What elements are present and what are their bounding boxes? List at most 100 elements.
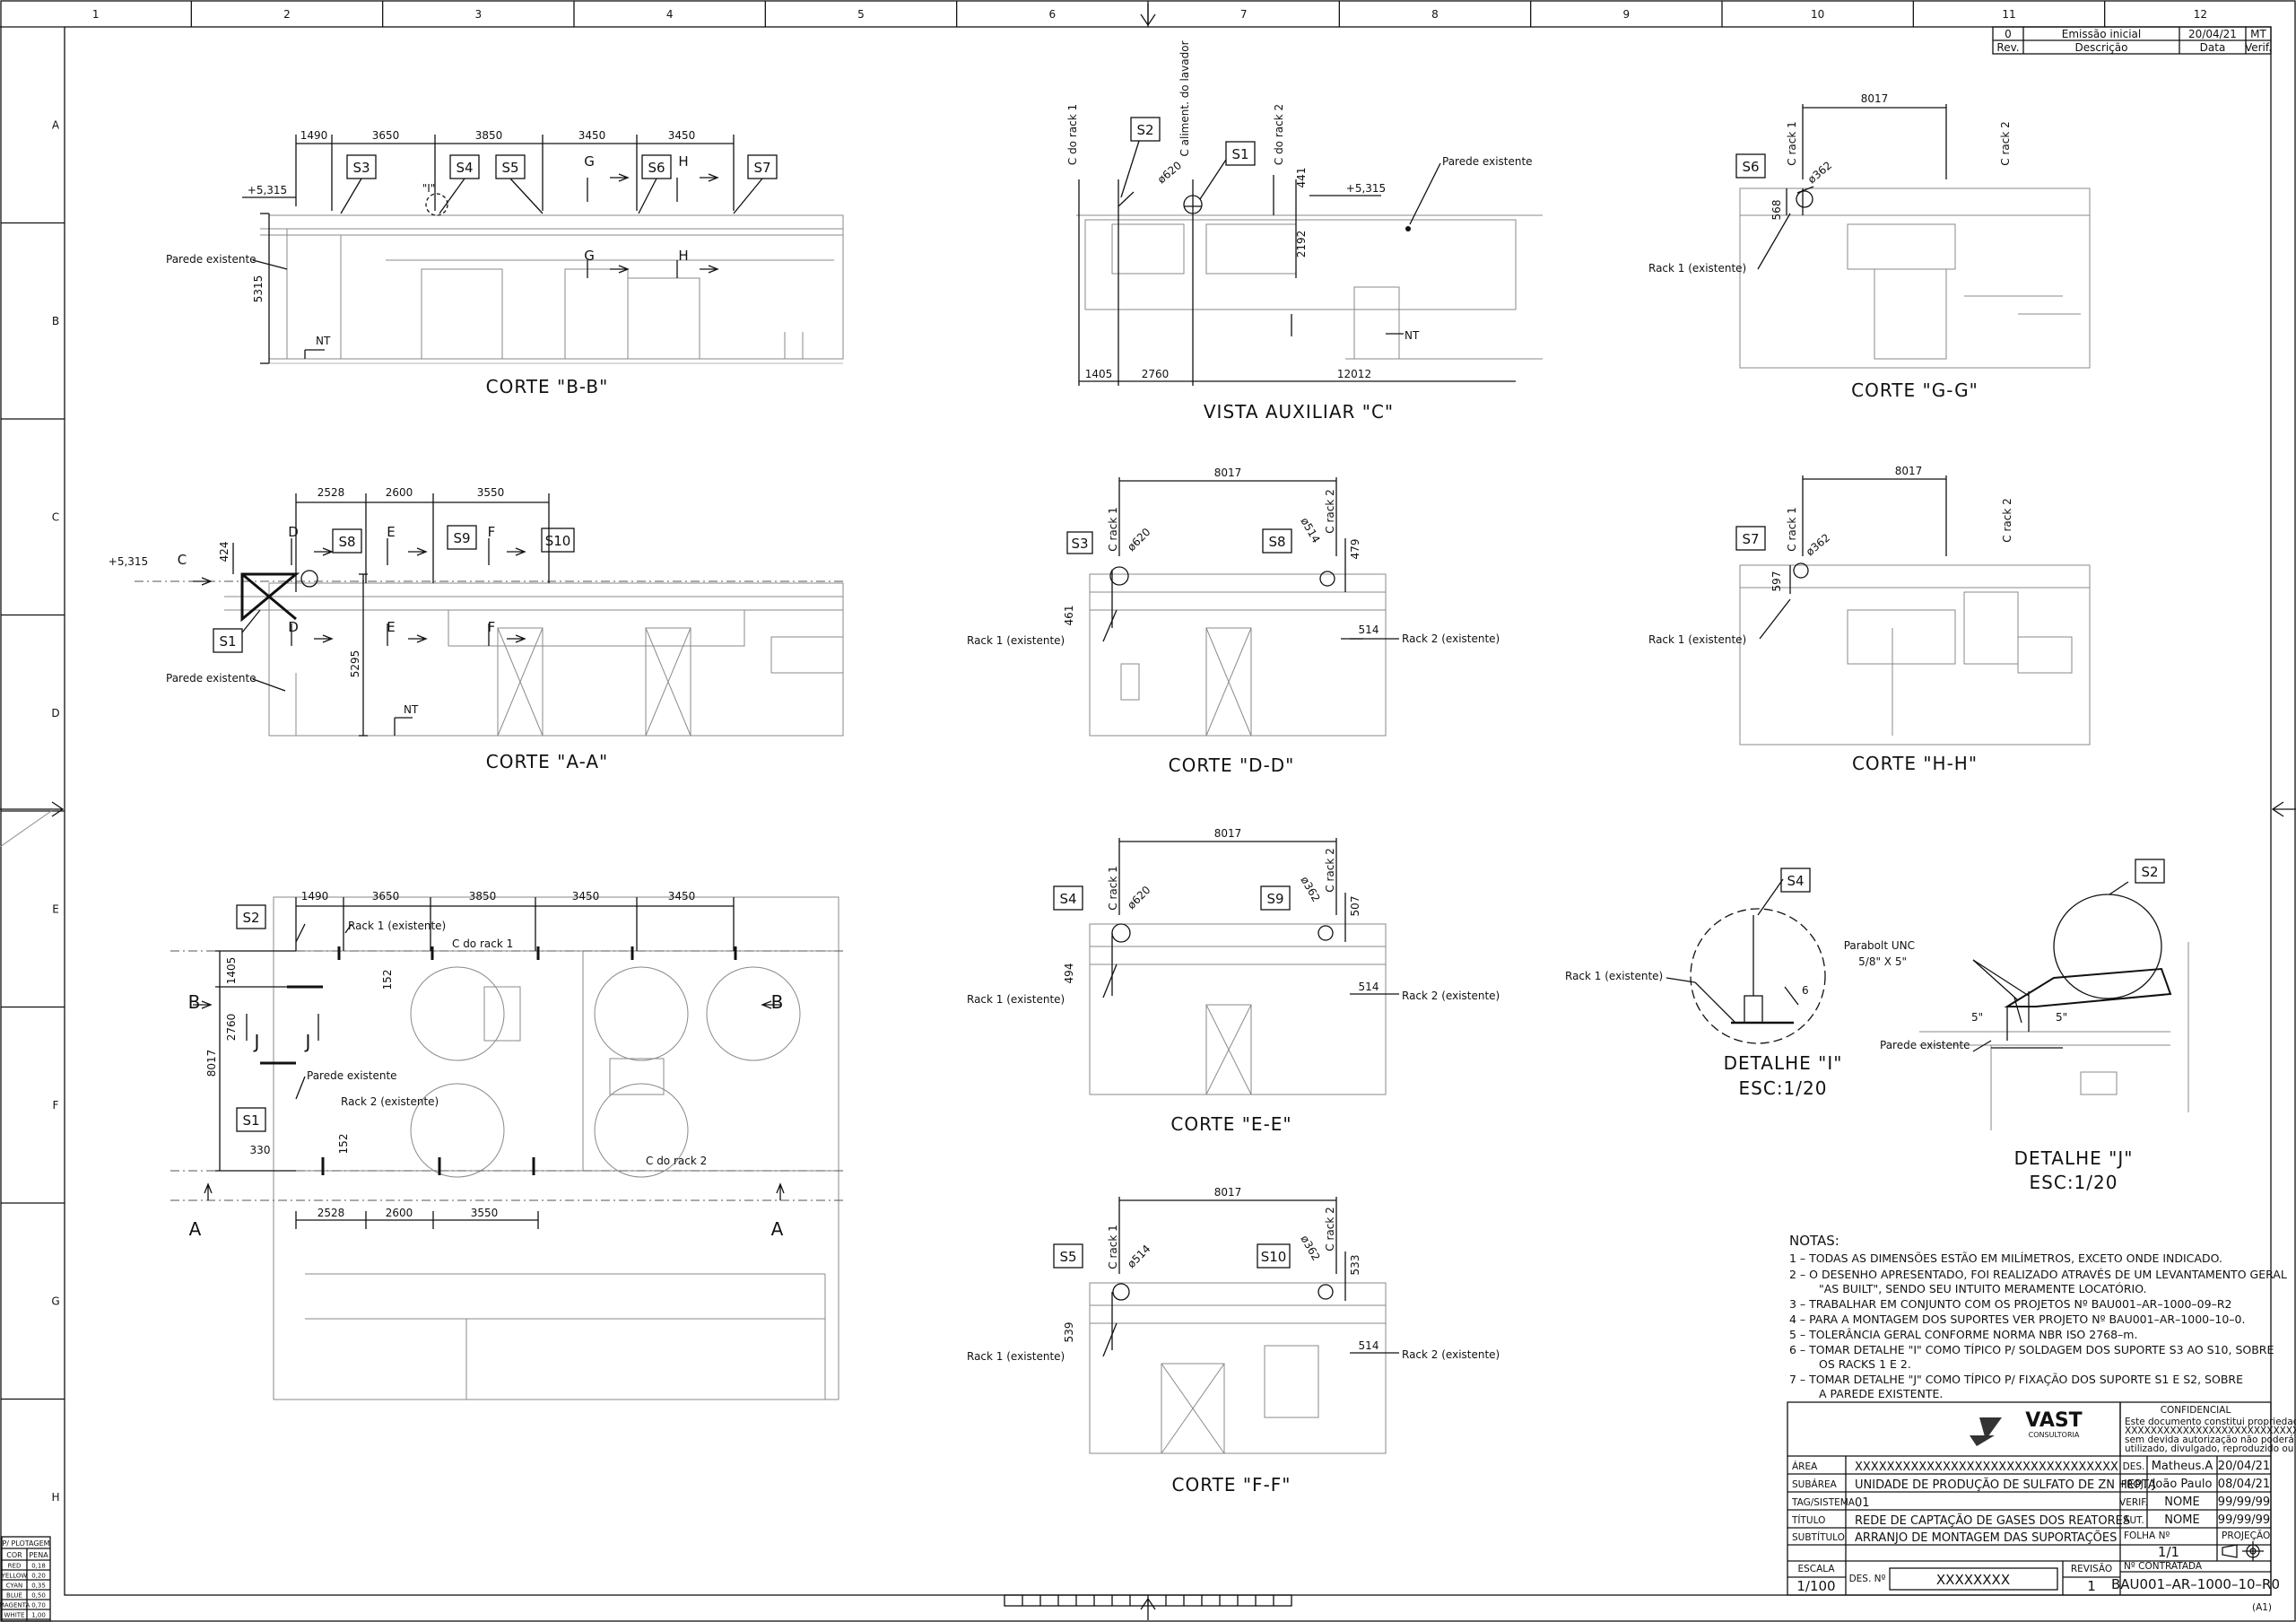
tb-value-tag: 01: [1855, 1496, 1870, 1510]
dd-tag-s3: S3: [1071, 536, 1088, 552]
pen-row-color: BLUE: [6, 1592, 22, 1600]
plan-section-a-right: A: [771, 1218, 785, 1240]
tb-label-subtitulo: SUBTÍTULO: [1792, 1531, 1845, 1543]
zone-col-11: 11: [2002, 8, 2015, 21]
tb-escala-label: ESCALA: [1797, 1564, 1835, 1574]
dd-pipe-2: ø514: [1298, 516, 1322, 545]
tb-escala-value: 1/100: [1796, 1578, 1835, 1594]
view-corte-ee: 8017 C rack 1 C rack 2 S4 S9 ø620 ø362 4…: [967, 827, 1500, 1135]
aa-view-title: CORTE "A-A": [486, 751, 608, 772]
zone-col-6: 6: [1049, 8, 1057, 21]
gg-cl-rack1: C rack 1: [1786, 121, 1798, 165]
plan-dim-left-2: 2760: [225, 1014, 238, 1042]
pen-row-color: MAGENTA: [0, 1602, 30, 1609]
auxc-nt: NT: [1405, 329, 1420, 342]
plan-dim-bot-1: 2528: [317, 1207, 345, 1219]
zone-col-3: 3: [475, 8, 483, 21]
projection-symbol-icon: [2222, 1541, 2264, 1561]
sig-name-verif: NOME: [2164, 1496, 2199, 1509]
vast-logo: VAST CONSULTORIA: [1970, 1409, 2083, 1446]
bb-nt: NT: [316, 335, 331, 347]
bb-tag-s4: S4: [456, 160, 473, 176]
ff-dim-514: 514: [1359, 1339, 1379, 1352]
tb-label-titulo: TÍTULO: [1791, 1514, 1825, 1526]
aa-elevation: +5,315: [109, 555, 148, 568]
zone-col-12: 12: [2194, 8, 2207, 21]
confidential-line-1: Este documento constitui propriedade da: [2125, 1417, 2296, 1427]
sig-name-aut: NOME: [2164, 1513, 2199, 1527]
aa-tag-s10: S10: [545, 533, 571, 549]
hh-dim-top: 8017: [1895, 465, 1923, 477]
aa-dim-2528: 2528: [317, 486, 345, 499]
auxc-cl-rack1: C do rack 1: [1066, 104, 1079, 165]
aa-wall-label: Parede existente: [166, 672, 257, 685]
confidential-line-2: XXXXXXXXXXXXXXXXXXXXXXXXXXXXXX e: [2125, 1426, 2296, 1436]
ff-pipe-2: ø362: [1298, 1234, 1322, 1263]
note-line-6: 5 – TOLERÂNCIA GERAL CONFORME NORMA NBR …: [1789, 1328, 2137, 1341]
auxc-pipe: ø620: [1155, 159, 1184, 186]
plan-centerline-1: C do rack 1: [452, 937, 513, 950]
zone-row-E: E: [52, 903, 59, 915]
pen-row-color: YELLOW: [1, 1573, 28, 1580]
hh-dim-left: 597: [1770, 571, 1783, 592]
aa-dim-3550: 3550: [477, 486, 505, 499]
gg-dim-top: 8017: [1861, 92, 1889, 105]
plan-rack2-label: Rack 2 (existente): [341, 1095, 439, 1108]
view-detalhe-i: S4 Rack 1 (existente) 6 DETALHE "I" ESC:…: [1565, 868, 1841, 1099]
plan-dim-top-1: 1490: [301, 890, 329, 903]
confidential-title: CONFIDENCIAL: [2161, 1405, 2231, 1416]
dd-cl-rack1: C rack 1: [1107, 507, 1119, 551]
bb-dim-5: 3450: [668, 129, 696, 142]
gg-pipe: ø362: [1805, 159, 1834, 186]
plan-dim-top-4: 3450: [572, 890, 600, 903]
ee-rack1-label: Rack 1 (existente): [967, 993, 1065, 1006]
dd-dim-top: 8017: [1214, 467, 1242, 479]
pen-row-color: WHITE: [4, 1612, 25, 1619]
plan-dim-152-a: 152: [381, 970, 394, 990]
ee-dim-top: 8017: [1214, 827, 1242, 840]
zone-col-7: 7: [1240, 8, 1248, 21]
auxc-dim-441: 441: [1295, 168, 1308, 188]
plan-tag-s1: S1: [242, 1112, 259, 1129]
tb-des-label: DES. Nº: [1849, 1574, 1886, 1584]
zone-col-9: 9: [1623, 8, 1631, 21]
dd-view-title: CORTE "D-D": [1169, 754, 1295, 776]
tb-label-subarea: SUBÁREA: [1792, 1478, 1838, 1490]
tb-folha-label: FOLHA Nº: [2124, 1530, 2170, 1541]
pen-header-pen: PENA: [29, 1551, 48, 1559]
bb-detail-ref: "I": [422, 182, 436, 195]
plan-section-b-left: B: [188, 991, 202, 1013]
auxc-dim-12012: 12012: [1337, 368, 1371, 380]
tb-des-value: XXXXXXXX: [1936, 1572, 2010, 1588]
rev-date: 20/04/21: [2188, 28, 2237, 40]
dd-dim-461: 461: [1063, 606, 1075, 626]
confidential-line-3: sem devida autorização não poderá ser: [2125, 1435, 2296, 1445]
notes-block: NOTAS: 1 – TODAS AS DIMENSÕES ESTÃO EM M…: [1789, 1233, 2287, 1400]
aa-dim-2600: 2600: [386, 486, 413, 499]
plan-dim-top-5: 3450: [668, 890, 696, 903]
ff-tag-s5: S5: [1059, 1249, 1076, 1265]
logo-text: VAST: [2025, 1409, 2082, 1432]
zone-row-D: D: [51, 707, 59, 719]
pen-row-color: CYAN: [6, 1583, 23, 1590]
sig-name-proj: João Paulo: [2152, 1478, 2213, 1491]
logo-subtext: CONSULTORIA: [2029, 1431, 2080, 1439]
ff-rack1-label: Rack 1 (existente): [967, 1350, 1065, 1363]
aa-dim-424: 424: [218, 542, 230, 562]
detail-j-title: DETALHE "J": [2014, 1147, 2134, 1169]
note-line-9: 7 – TOMAR DETALHE "J" COMO TÍPICO P/ FIX…: [1789, 1373, 2243, 1386]
ee-tag-s9: S9: [1266, 891, 1283, 907]
aa-tag-s1: S1: [219, 633, 236, 650]
view-vista-auxiliar-c: C do rack 1 C aliment. do lavador C do r…: [1066, 40, 1543, 423]
note-line-10: A PAREDE EXISTENTE.: [1819, 1387, 1943, 1400]
detail-j-anchor-2: 5/8" X 5": [1858, 955, 1907, 968]
sig-role-proj: PROJ.: [2121, 1479, 2146, 1490]
bb-section-h-top: H: [678, 153, 688, 170]
aa-section-f-top: F: [488, 524, 496, 540]
detail-i-scale: ESC:1/20: [1739, 1077, 1828, 1099]
ff-tag-s10: S10: [1261, 1249, 1287, 1265]
